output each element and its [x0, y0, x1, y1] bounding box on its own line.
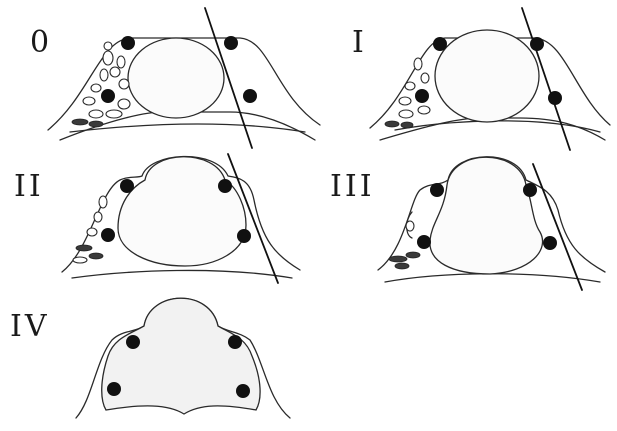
- panel-4: IV: [10, 298, 290, 418]
- lymph-node: [121, 36, 135, 50]
- panel-label-1: I: [352, 25, 367, 60]
- fat-lobules: [389, 212, 420, 269]
- lymph-node: [417, 235, 431, 249]
- lumen: [128, 38, 224, 118]
- lymph-node: [120, 179, 134, 193]
- panel-label-2: II: [14, 169, 44, 204]
- panel-2: II: [14, 154, 300, 283]
- lymph-node: [224, 36, 238, 50]
- lymph-node: [433, 37, 447, 51]
- lymph-node: [543, 236, 557, 250]
- panel-3: III: [330, 157, 605, 290]
- lymph-node: [218, 179, 232, 193]
- base-curve: [385, 274, 600, 282]
- panel-label-4: IV: [10, 309, 50, 344]
- lymph-node: [243, 89, 257, 103]
- lymph-node: [430, 183, 444, 197]
- panel-1: I: [352, 8, 610, 150]
- lymph-node: [228, 335, 242, 349]
- base-curve: [395, 121, 600, 132]
- lymph-node: [415, 89, 429, 103]
- fat-lobules: [72, 42, 130, 127]
- lymph-node: [236, 384, 250, 398]
- lymph-node: [101, 89, 115, 103]
- panel-label-3: III: [330, 169, 375, 204]
- lymph-node: [101, 228, 115, 242]
- panel-label-0: 0: [30, 25, 52, 60]
- lymph-node: [126, 335, 140, 349]
- lumen: [435, 30, 539, 122]
- lymph-node: [523, 183, 537, 197]
- lumen: [430, 157, 543, 274]
- resection-line: [533, 164, 582, 290]
- base-curve: [70, 124, 305, 132]
- base-curve: [72, 270, 292, 278]
- lymph-node: [237, 229, 251, 243]
- lymph-node: [107, 382, 121, 396]
- lumen: [102, 298, 260, 414]
- panel-0: 0: [30, 8, 320, 148]
